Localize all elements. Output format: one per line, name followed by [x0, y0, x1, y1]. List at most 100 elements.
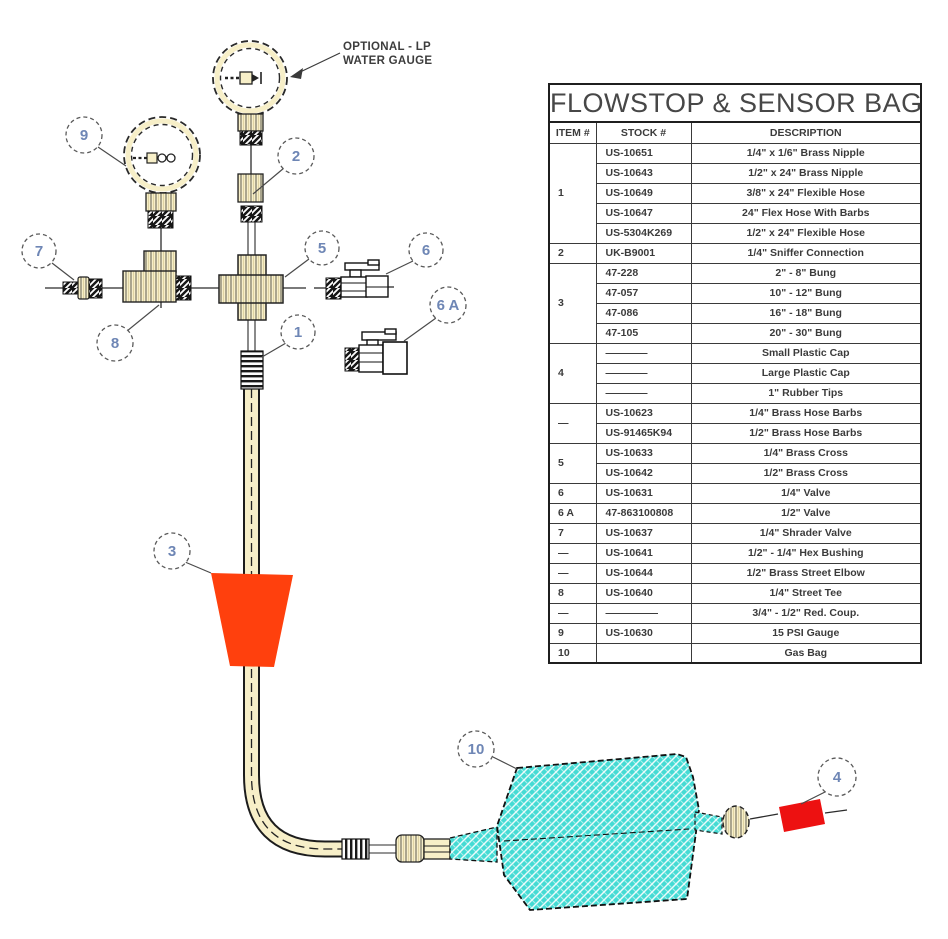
callout-7: 7 [21, 233, 57, 269]
sniffer-connection-fitting [237, 173, 264, 223]
description-cell: 1/2" - 1/4" Hex Bushing [690, 542, 922, 564]
description-cell: 16" - 18" Bung [690, 302, 922, 324]
gauge-stem [145, 192, 177, 212]
item-cell: 9 [548, 622, 597, 644]
callout-label: 7 [35, 243, 43, 260]
item-cell: 10 [548, 642, 597, 664]
description-cell: 1" Rubber Tips [690, 382, 922, 404]
stock-cell: US-10623 [595, 402, 692, 424]
item-cell: 8 [548, 582, 597, 604]
item-cell: — [548, 402, 597, 444]
callout-9: 9 [65, 116, 103, 154]
gas-bag [449, 753, 750, 911]
stock-cell: 47-105 [595, 322, 692, 344]
callout-label: 2 [292, 148, 300, 165]
valve-handle [344, 262, 380, 271]
item-cell: 6 A [548, 502, 597, 524]
description-cell: Gas Bag [690, 642, 922, 664]
callouts: 9 2 7 8 5 6 6 A 1 [21, 116, 857, 797]
callout-4: 4 [817, 757, 857, 797]
description-cell: Large Plastic Cap [690, 362, 922, 384]
gauge-stem [237, 113, 264, 132]
stock-cell: US-10637 [595, 522, 692, 544]
threaded-connector [147, 210, 174, 229]
item-cell: 7 [548, 522, 597, 544]
callout-2: 2 [277, 137, 315, 175]
threaded-connector [239, 130, 263, 146]
item-cell: 4 [548, 342, 597, 404]
flexible-hose [243, 389, 342, 858]
stock-cell: US-10651 [595, 142, 692, 164]
item-cell: 3 [548, 262, 597, 344]
bag-outlet-fitting [722, 805, 750, 839]
gauge-needle [225, 71, 262, 85]
table-row: ————1" Rubber Tips [549, 382, 922, 404]
callout-label: 3 [168, 543, 176, 560]
callout-10: 10 [457, 730, 495, 768]
description-cell: Small Plastic Cap [690, 342, 922, 364]
stock-cell: 47-228 [595, 262, 692, 284]
stock-cell: US-10647 [595, 202, 692, 224]
stock-cell: ———— [595, 362, 692, 384]
callout-label: 1 [294, 324, 302, 341]
optional-note: OPTIONAL - LP WATER GAUGE [290, 41, 432, 79]
callout-6a: 6 A [429, 286, 467, 324]
description-cell: 1/4" Valve [690, 482, 922, 504]
callout-3: 3 [153, 532, 191, 570]
callout-5: 5 [304, 230, 340, 266]
stock-cell: US-10649 [595, 182, 692, 204]
description-cell: 20" - 30" Bung [690, 322, 922, 344]
description-cell: 3/4" - 1/2" Red. Coup. [690, 602, 922, 624]
callout-8: 8 [96, 324, 134, 362]
description-cell: 3/8" x 24" Flexible Hose [690, 182, 922, 204]
callout-label: 8 [111, 335, 119, 352]
description-cell: 1/4" x 1/6" Brass Nipple [690, 142, 922, 164]
brass-cross-fitting [218, 254, 284, 321]
callout-label: 10 [468, 741, 485, 758]
valve-handle [361, 331, 397, 341]
water-gauge [212, 40, 288, 146]
stock-cell [595, 642, 692, 664]
bag-fold-line [503, 828, 690, 842]
note-leader [295, 52, 341, 75]
callout-label: 4 [833, 769, 842, 786]
callout-label: 6 [422, 242, 430, 259]
column-header-item: ITEM # [548, 121, 597, 144]
item-cell: — [548, 602, 597, 624]
stock-cell: ———— [595, 382, 692, 404]
street-tee-fitting [122, 250, 192, 303]
description-cell: 1/2" Brass Hose Barbs [690, 422, 922, 444]
table-row: 4————Small Plastic Cap [548, 342, 922, 404]
note-line2: WATER GAUGE [343, 55, 432, 67]
stock-cell: US-91465K94 [595, 422, 692, 444]
stock-cell: ———— [595, 342, 692, 364]
note-line1: OPTIONAL - LP [343, 41, 431, 53]
table-header-row: ITEM # STOCK # DESCRIPTION [548, 121, 922, 144]
bung-cone [211, 573, 293, 667]
stock-cell: US-10630 [595, 622, 692, 644]
description-cell: 1/4" Brass Cross [690, 442, 922, 464]
stock-cell: US-10631 [595, 482, 692, 504]
callout-label: 6 A [437, 297, 460, 314]
stock-cell: US-10643 [595, 162, 692, 184]
description-cell: 1/4" Brass Hose Barbs [690, 402, 922, 424]
